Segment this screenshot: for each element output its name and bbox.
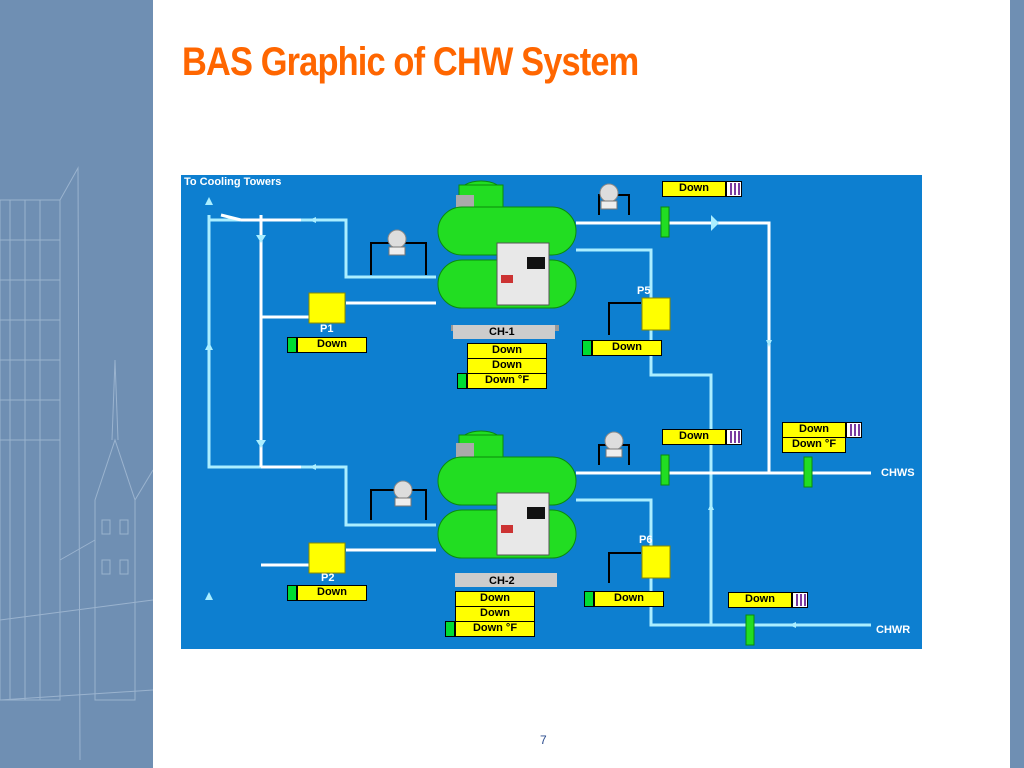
ch1-supply-valve-hatch: [726, 181, 742, 197]
city-skyline-illustration: [0, 166, 153, 761]
pump-p6-status: Down: [594, 591, 664, 607]
ch2-supply-valve-status: Down: [662, 429, 726, 445]
pump-p1-status: Down: [297, 337, 367, 353]
pump-p1-label: P1: [320, 323, 334, 335]
pressure-gauges: [387, 183, 624, 507]
tower-label: To Cooling Towers: [184, 176, 282, 188]
slide-title: BAS Graphic of CHW System: [182, 40, 639, 84]
chwr-label: CHWR: [876, 624, 911, 636]
flow-arrows: [205, 197, 796, 628]
pump-p1-indicator: [287, 337, 297, 353]
ch1-temp-indicator: [457, 373, 467, 389]
chwr-valve-status: Down: [728, 592, 792, 608]
chwr-valve-hatch: [792, 592, 808, 608]
control-valves: [660, 206, 813, 646]
chiller-ch2-label: CH-2: [489, 575, 515, 587]
pump-p5-status: Down: [592, 340, 662, 356]
page-number: 7: [540, 733, 547, 747]
pump-p6-label: P6: [639, 534, 653, 546]
chiller-ch1: [437, 180, 577, 339]
chw-system-graphic: To Cooling Towers CHWS CHWR CH-1 Down Do…: [181, 175, 922, 649]
right-decorative-panel: [1010, 0, 1024, 768]
supply-pipes: [220, 213, 871, 567]
chws-label: CHWS: [881, 467, 915, 479]
ch2-status-3: Down °F: [455, 621, 535, 637]
piping-schematic: [205, 180, 871, 646]
ch1-supply-valve-status: Down: [662, 181, 726, 197]
ch1-status-3: Down °F: [467, 373, 547, 389]
pump-p5-label: P5: [637, 285, 651, 297]
ch2-status-1: Down: [455, 591, 535, 607]
ch1-status-2: Down: [467, 358, 547, 374]
pump-p2-status: Down: [297, 585, 367, 601]
pump-bodies: [308, 292, 671, 579]
ch2-supply-valve-hatch: [726, 429, 742, 445]
pump-p5-indicator: [582, 340, 592, 356]
ch2-temp-indicator: [445, 621, 455, 637]
pump-p2-indicator: [287, 585, 297, 601]
chws-sensor-status-2: Down °F: [782, 437, 846, 453]
ch2-status-2: Down: [455, 606, 535, 622]
chws-sensor-hatch: [846, 422, 862, 438]
pump-p6-indicator: [584, 591, 594, 607]
left-decorative-panel: [0, 0, 153, 768]
chiller-ch1-label: CH-1: [489, 326, 515, 338]
ch1-status-1: Down: [467, 343, 547, 359]
chiller-ch2: [437, 430, 577, 587]
pump-p2-label: P2: [321, 572, 335, 584]
chws-sensor-status-1: Down: [782, 422, 846, 438]
